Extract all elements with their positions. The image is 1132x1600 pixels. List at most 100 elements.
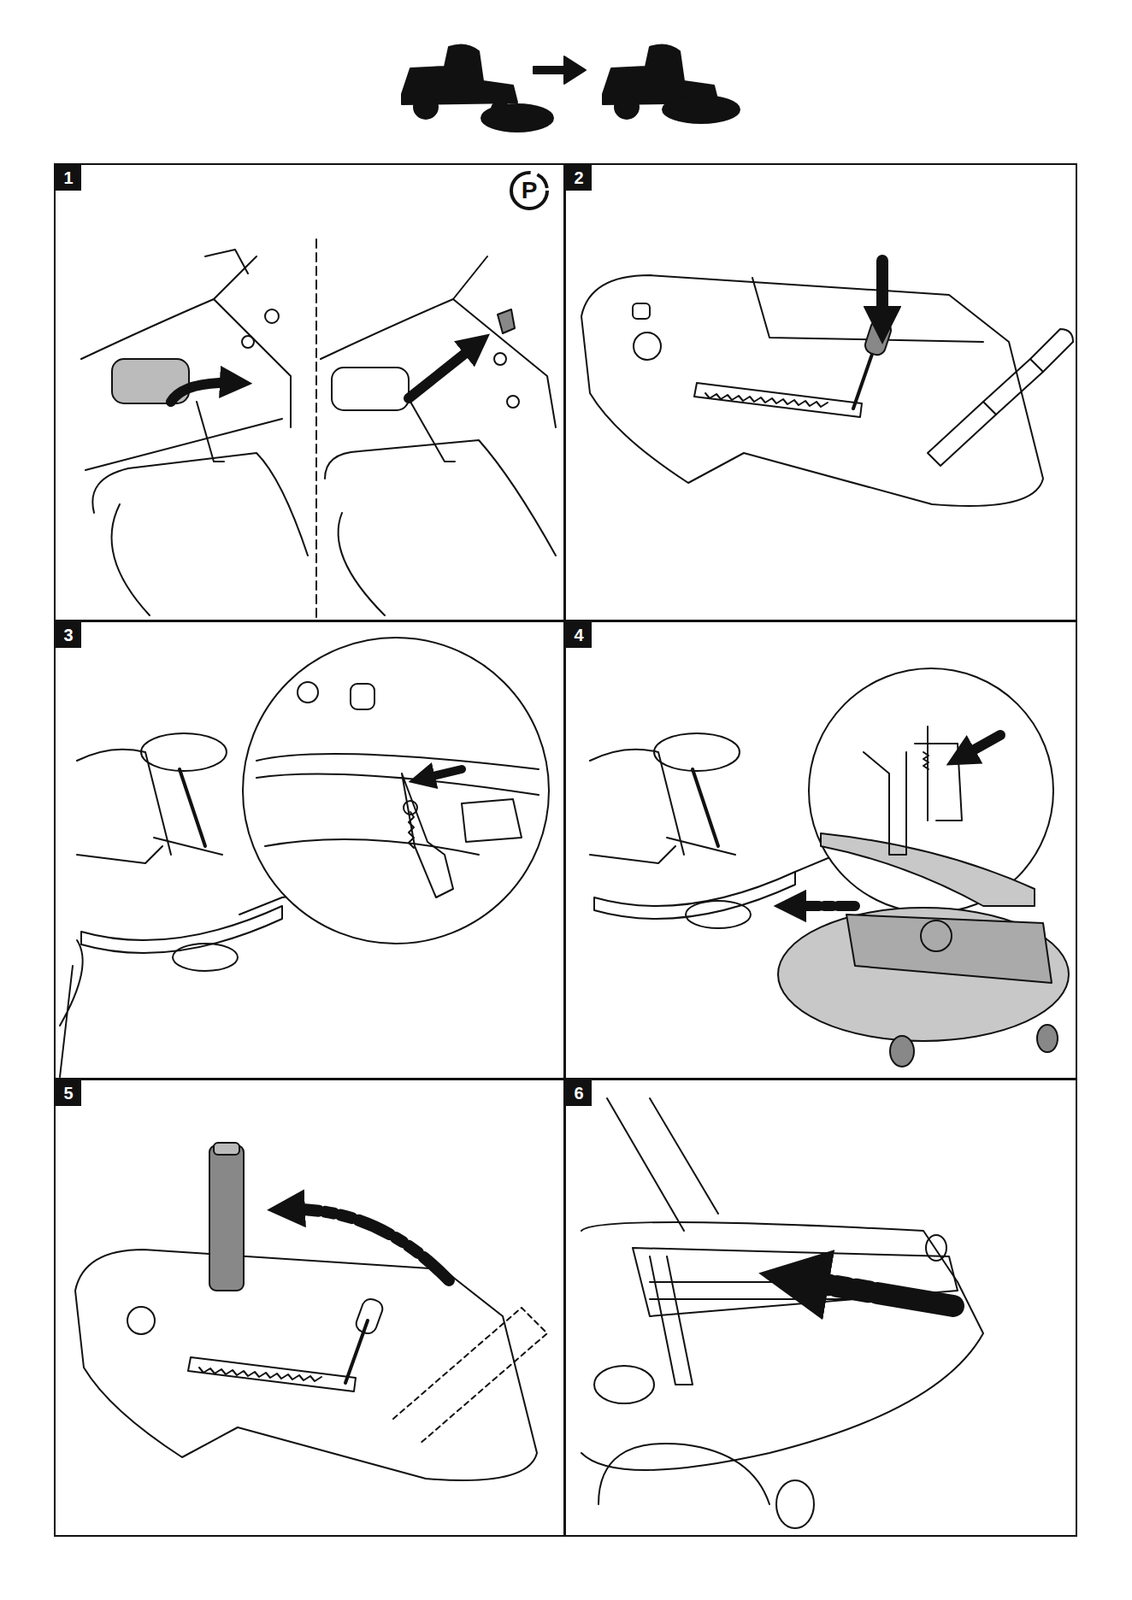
tractor-body	[76, 749, 223, 864]
body-line	[81, 256, 291, 428]
deck-silhouette	[481, 104, 554, 132]
spring	[408, 812, 414, 849]
bracket	[649, 1256, 693, 1386]
panel-6-art	[581, 1098, 984, 1529]
knob	[494, 353, 507, 366]
handle	[927, 401, 997, 466]
pulley	[920, 920, 952, 952]
frame-bar	[594, 872, 796, 920]
steering-column	[692, 769, 719, 847]
step-panel: 6	[564, 1078, 1078, 1538]
arrow	[786, 901, 855, 912]
pedal	[331, 367, 409, 411]
deck-silhouette	[662, 95, 740, 124]
handle-cap	[213, 1143, 240, 1156]
hook	[914, 726, 962, 821]
arrow	[786, 1278, 954, 1307]
wheel	[172, 943, 238, 972]
steering-column	[179, 769, 206, 847]
console	[75, 1249, 537, 1481]
handle-grip	[1030, 329, 1074, 372]
arrow	[282, 1209, 449, 1281]
panel-2-art	[581, 260, 1074, 507]
handle	[209, 1145, 244, 1292]
frame	[256, 754, 539, 855]
knob	[297, 682, 319, 703]
deck-edge	[820, 833, 1035, 907]
arrow	[876, 260, 889, 330]
steering-wheel	[654, 733, 740, 772]
tractor-body	[589, 749, 736, 864]
deck-outline	[581, 1222, 984, 1471]
wheel	[614, 94, 639, 119]
bracket	[863, 752, 907, 855]
handle-previous	[393, 1308, 548, 1445]
wheel	[685, 901, 751, 929]
arrow	[418, 769, 462, 780]
seat-outline	[338, 512, 385, 616]
slot	[188, 1357, 356, 1392]
parking-symbol: P	[508, 170, 550, 212]
slot-teeth	[199, 1367, 322, 1382]
slot-teeth	[705, 393, 828, 407]
deck-wheel	[1037, 1025, 1058, 1053]
deck-outline	[598, 1444, 770, 1505]
header-icon	[401, 44, 740, 132]
deck-frame	[846, 914, 1052, 984]
knob	[265, 309, 279, 324]
step-number: 6	[566, 1080, 592, 1107]
pin	[403, 801, 418, 815]
handle	[983, 359, 1044, 415]
arrow	[170, 383, 240, 402]
panel-1-art	[81, 239, 556, 620]
knob	[497, 309, 515, 334]
deck-wheel	[925, 1235, 947, 1262]
tractor-silhouette	[401, 44, 518, 105]
lever-knob	[353, 1297, 385, 1337]
column	[607, 1098, 719, 1232]
seat-outline	[112, 504, 150, 616]
seat-outline	[324, 440, 556, 556]
arrow	[957, 735, 1001, 760]
step-panel: 3	[53, 620, 566, 1080]
knob	[241, 336, 254, 348]
knob	[507, 395, 519, 408]
key-switch	[127, 1307, 155, 1335]
pulley	[594, 1366, 655, 1404]
frame-bar	[81, 906, 283, 954]
arrow	[533, 56, 586, 84]
slot	[694, 383, 862, 418]
plate	[205, 249, 248, 274]
zoom-circle	[808, 668, 1054, 914]
knob	[632, 303, 650, 319]
seat-outline	[85, 418, 308, 556]
divider	[315, 239, 318, 620]
step-number: 1	[55, 165, 82, 191]
panel-3-art	[59, 637, 549, 1078]
deck-wheel	[890, 1036, 914, 1068]
console-edge	[752, 277, 984, 342]
symbol-letter: P	[508, 170, 550, 212]
pedal-arm	[196, 401, 225, 462]
step-number: 4	[566, 622, 592, 649]
key-switch	[633, 332, 661, 360]
rear-wheel	[59, 940, 83, 1078]
body-line	[320, 256, 556, 428]
arrow	[408, 341, 480, 399]
panel-5-art	[75, 1143, 548, 1481]
step-panel: 5	[53, 1078, 566, 1538]
plate	[461, 799, 522, 843]
mower-deck	[778, 907, 1069, 1042]
pedal	[350, 683, 375, 710]
step-panel: 4	[564, 620, 1078, 1080]
deck-frame	[632, 1248, 958, 1317]
deck-wheel	[776, 1480, 814, 1529]
lever	[345, 1320, 368, 1384]
step-panel: 2	[564, 163, 1078, 622]
step-panel: 1P	[53, 163, 566, 622]
pedal-arm	[410, 401, 455, 462]
step-number: 2	[566, 165, 592, 191]
panel-4-art	[589, 668, 1069, 1068]
bracket	[401, 773, 454, 898]
